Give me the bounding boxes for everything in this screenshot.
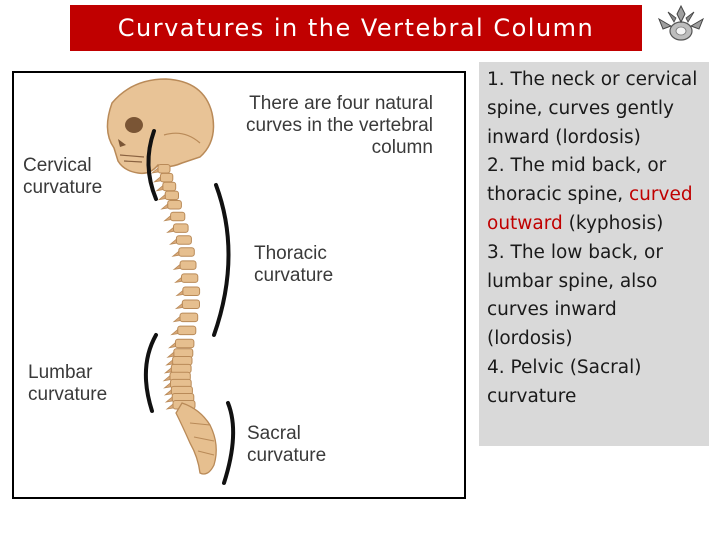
point-lumbar: 3. The low back, or lumbar spine, also c…: [487, 241, 663, 350]
spinous-process: [172, 315, 181, 323]
spinous-process: [164, 396, 173, 403]
vertebra-body: [174, 338, 195, 349]
lumbar-label: Lumbar curvature: [28, 362, 108, 405]
point-cervical: 1. The neck or cervical spine, curves ge…: [487, 69, 698, 148]
vertebra-body: [173, 223, 189, 233]
vertebra-body: [179, 260, 197, 270]
vertebra-body: [179, 312, 199, 323]
skull-graphic: [106, 78, 215, 175]
spine-illustration: [106, 78, 236, 485]
vertebra-icon: [657, 4, 705, 41]
spinous-process: [155, 184, 164, 192]
vertebrae-group: [150, 164, 201, 410]
vertebra-body: [159, 172, 174, 183]
thoracic-label: Thoracic curvature: [254, 243, 334, 286]
spinous-process: [174, 302, 183, 310]
vertebra-body: [172, 356, 193, 366]
sacral-arc: [222, 401, 236, 485]
thoracic-arc: [212, 183, 231, 337]
vertebra-body: [181, 273, 199, 283]
spinous-process: [172, 263, 181, 271]
spinous-process: [162, 374, 171, 382]
spinous-process: [166, 351, 175, 358]
spinous-process: [165, 359, 173, 366]
spinous-process: [165, 403, 174, 410]
sacral-label: Sacral curvature: [247, 423, 327, 466]
spinous-process: [174, 276, 182, 284]
vertebra-body: [162, 181, 177, 192]
spinous-process: [150, 167, 159, 174]
vertebra-body: [170, 363, 192, 374]
vertebra-body: [177, 325, 197, 336]
spinous-process: [171, 250, 180, 257]
sacrum-graphic: [175, 402, 217, 475]
spinous-process: [168, 341, 176, 349]
vertebra-body: [164, 190, 179, 201]
vertebra-body: [182, 286, 201, 296]
spinous-process: [163, 389, 172, 396]
highlight-curved-outward: curved outward: [487, 184, 693, 234]
spinous-process: [163, 367, 172, 374]
text-panel: 1. The neck or cervical spine, curves ge…: [479, 62, 709, 446]
slide-title: Curvatures in the Vertebral Column: [117, 14, 595, 42]
point-sacral: 4. Pelvic (Sacral) curvature: [487, 356, 642, 407]
spinous-process: [175, 289, 184, 297]
spinous-process: [163, 214, 171, 222]
lumbar-arc: [143, 333, 158, 413]
cervical-label: Cervical curvature: [23, 155, 103, 198]
vertebra-body: [167, 200, 182, 210]
vertebra-body: [175, 235, 192, 245]
spinous-process: [160, 203, 169, 210]
spinous-process: [153, 176, 161, 183]
spinous-process: [157, 193, 166, 201]
spinous-process: [169, 238, 177, 245]
spinous-process: [166, 226, 174, 234]
spine-figure: There are four natural curves in the ver…: [12, 71, 466, 499]
vertebra-body: [170, 211, 186, 222]
vertebra-body: [178, 247, 195, 257]
title-bar: Curvatures in the Vertebral Column: [70, 5, 642, 51]
spinous-process: [163, 382, 171, 389]
point-thoracic: 2. The mid back, or thoracic spine, curv…: [487, 155, 693, 234]
vertebra-body: [181, 299, 201, 309]
intro-label: There are four natural curves in the ver…: [246, 93, 433, 158]
spinous-process: [170, 328, 179, 336]
cervical-arc: [146, 129, 158, 201]
vertebra-body: [157, 164, 171, 174]
vertebra-body: [173, 348, 194, 358]
